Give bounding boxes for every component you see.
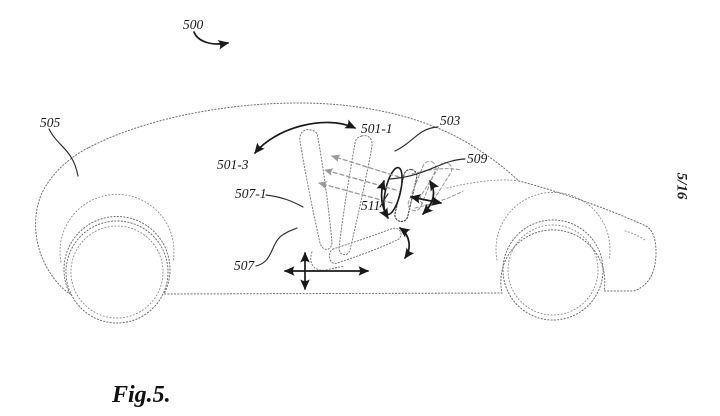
seat-cushion (329, 227, 402, 264)
vehicle-seat (299, 129, 402, 271)
rear-wheel-tire (65, 220, 169, 324)
display-ghost-position-2 (419, 162, 453, 206)
leader-507-1 (265, 194, 304, 208)
seatback-tilt-arc-arrow (254, 119, 357, 154)
leader-505 (48, 128, 79, 177)
seat-base (310, 251, 345, 271)
reference-numerals: 500 505 501-3 501-1 503 507-1 509 511 50… (40, 17, 488, 273)
leader-503 (394, 126, 439, 152)
label-501-1: 501-1 (361, 121, 393, 136)
leader-507 (255, 227, 298, 267)
sheet-number: 5/16 (674, 173, 690, 200)
figure-caption: Fig.5. (111, 382, 171, 408)
vehicle-outline (35, 102, 657, 324)
label-509: 509 (467, 151, 488, 166)
label-505: 505 (40, 115, 61, 130)
label-507: 507 (234, 258, 256, 273)
rear-wheel-arch (59, 193, 175, 263)
projection-arrows (318, 154, 400, 204)
display-ghost-link-top (411, 168, 462, 175)
steering-and-display (383, 160, 464, 223)
projection-arrow-1 (331, 154, 400, 178)
front-wheel-rim (507, 224, 599, 316)
display-tilt-arc-arrow (422, 180, 440, 215)
front-wheel-arch (495, 191, 611, 261)
display-ghost-link-bottom (414, 190, 464, 209)
assembly-pointer-arrow (193, 31, 230, 50)
label-507-1: 507-1 (235, 186, 267, 201)
motion-arrows (193, 31, 443, 291)
front-wheel-tire (502, 219, 604, 321)
display-horizontal-arrow (409, 194, 443, 206)
steering-wheel-vertical-arrow (376, 179, 389, 219)
leader-lines (48, 126, 466, 267)
seat-backrest-position-reclined (338, 135, 373, 256)
cushion-tilt-arc-arrow (399, 227, 415, 259)
cowl-line (446, 179, 520, 189)
headlight-line (624, 230, 647, 242)
label-500: 500 (183, 17, 204, 32)
car-body-outline (35, 102, 657, 296)
seat-backrest-position-forward (299, 129, 333, 250)
label-503: 503 (440, 113, 461, 128)
rear-wheel-rim (70, 225, 164, 319)
leader-509 (389, 158, 466, 180)
label-501-3: 501-3 (217, 157, 249, 172)
leader-511 (379, 193, 389, 208)
label-511: 511 (361, 198, 380, 213)
projection-arrow-3 (318, 181, 393, 204)
projection-arrow-2 (324, 168, 397, 191)
